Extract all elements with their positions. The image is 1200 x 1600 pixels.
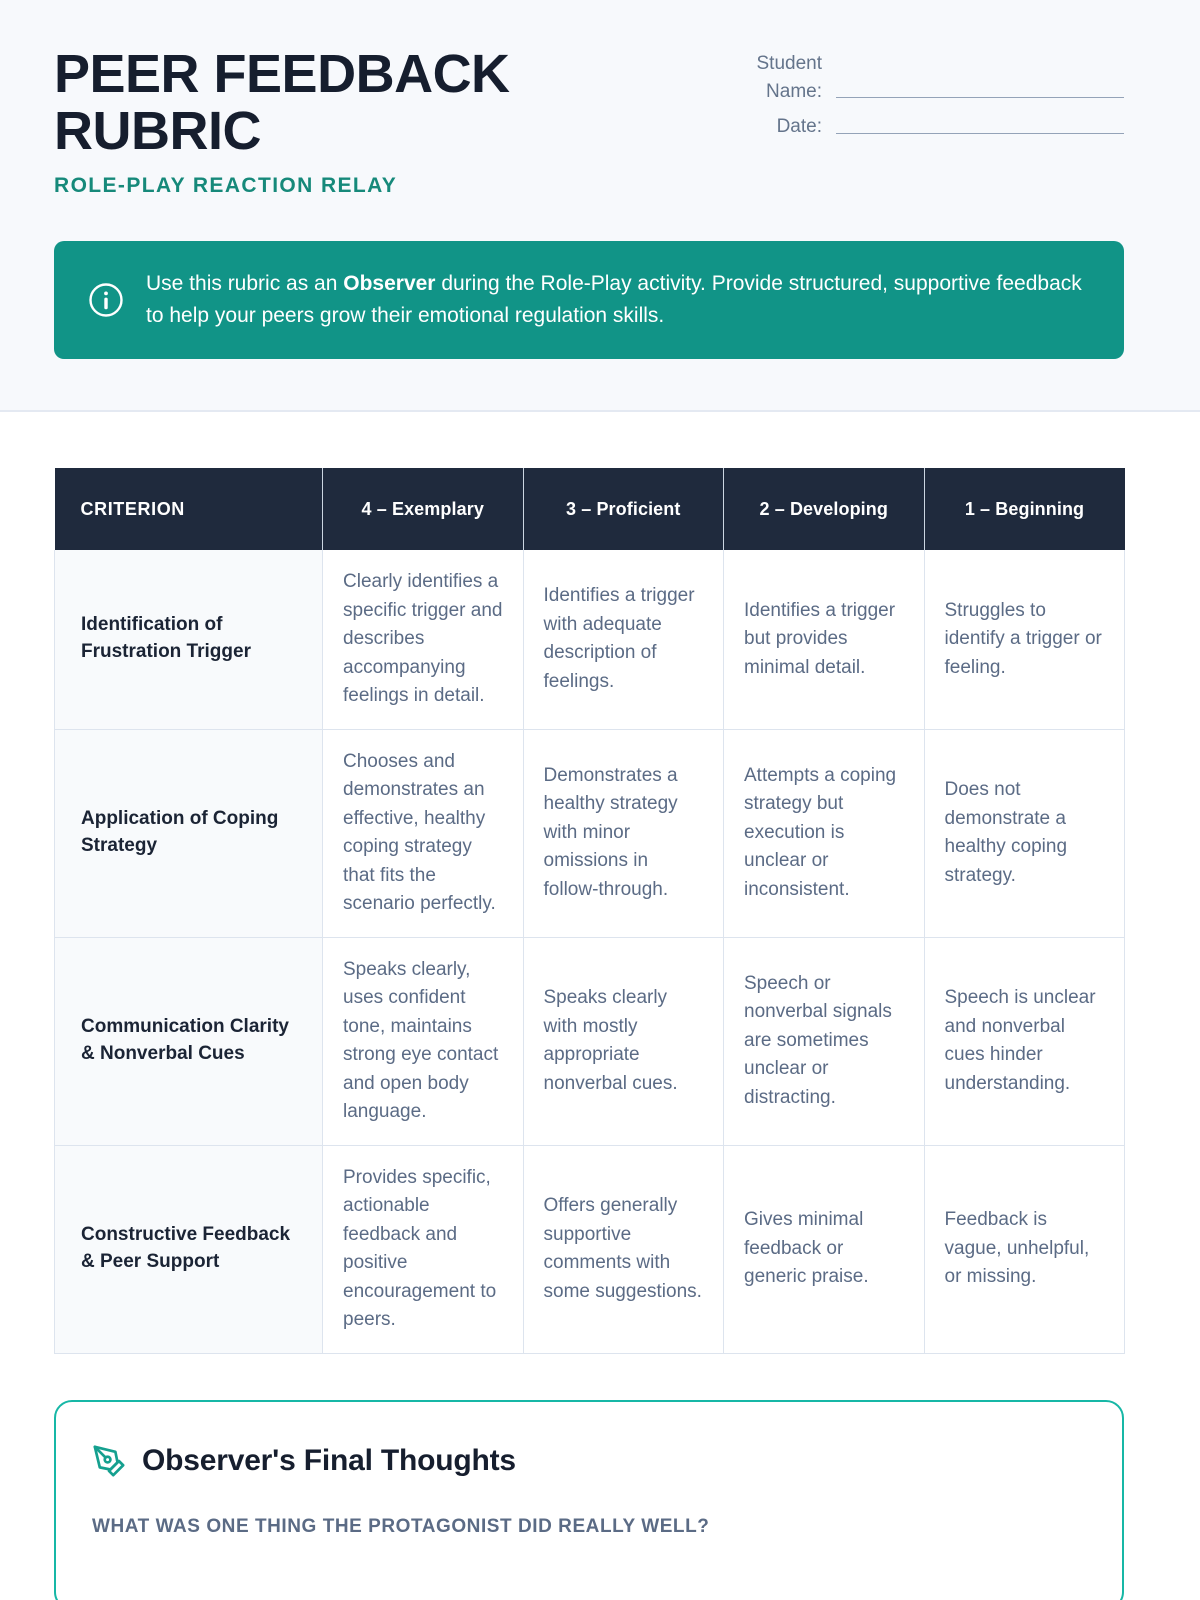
criterion-label: Constructive Feedback & Peer Support [54,1145,323,1354]
rubric-cell[interactable]: Offers generally supportive comments wit… [523,1145,724,1354]
column-header-level-4: 4 – Exemplary [322,468,524,550]
page-subtitle: ROLE-PLAY REACTION RELAY [54,174,398,198]
rubric-cell[interactable]: Gives minimal feedback or generic praise… [723,1145,925,1354]
title-block: PEER FEEDBACK RUBRIC ROLE-PLAY REACTION … [54,42,524,198]
rubric-table: CRITERION 4 – Exemplary 3 – Proficient 2… [54,468,1125,1354]
date-label: Date: [776,116,822,138]
final-thoughts-title: Observer's Final Thoughts [142,1444,516,1477]
rubric-table-wrap: CRITERION 4 – Exemplary 3 – Proficient 2… [54,468,1125,1354]
rubric-cell[interactable]: Identifies a trigger but provides minima… [723,550,925,730]
info-circle-icon [88,282,124,318]
rubric-cell[interactable]: Demonstrates a healthy strategy with min… [523,729,724,938]
column-header-level-3: 3 – Proficient [523,468,724,550]
table-header-row: CRITERION 4 – Exemplary 3 – Proficient 2… [54,468,1125,550]
rubric-cell[interactable]: Does not demonstrate a healthy coping st… [924,729,1125,938]
rubric-cell[interactable]: Provides specific, actionable feedback a… [322,1145,524,1354]
final-thoughts-card: Observer's Final Thoughts WHAT WAS ONE T… [54,1400,1124,1600]
final-thoughts-header: Observer's Final Thoughts [92,1444,1086,1478]
student-meta: Student Name: Date: [704,42,1124,149]
student-name-row: Student Name: [704,50,1124,105]
rubric-cell[interactable]: Identifies a trigger with adequate descr… [523,550,724,730]
instruction-text-after: during the Role-Play activity. Provide s… [146,272,1082,327]
rubric-cell[interactable]: Clearly identifies a specific trigger an… [322,550,524,730]
rubric-cell[interactable]: Chooses and demonstrates an effective, h… [322,729,524,938]
table-row: Application of Coping Strategy Chooses a… [54,729,1125,938]
table-row: Communication Clarity & Nonverbal Cues S… [54,937,1125,1146]
date-input[interactable] [836,132,1124,134]
date-row: Date: [704,113,1124,141]
rubric-cell[interactable]: Speech or nonverbal signals are sometime… [723,937,925,1146]
column-header-criterion: CRITERION [54,468,323,550]
rubric-cell[interactable]: Feedback is vague, unhelpful, or missing… [924,1145,1125,1354]
rubric-table-body: Identification of Frustration Trigger Cl… [54,550,1125,1354]
rubric-cell[interactable]: Speech is unclear and nonverbal cues hin… [924,937,1125,1146]
final-thoughts-question-label: WHAT WAS ONE THING THE PROTAGONIST DID R… [92,1516,710,1537]
student-name-label: Student Name: [756,53,823,102]
rubric-table-head: CRITERION 4 – Exemplary 3 – Proficient 2… [54,468,1125,550]
instruction-text-bold: Observer [343,272,436,296]
rubric-cell[interactable]: Speaks clearly, uses confident tone, mai… [322,937,524,1146]
page-title: PEER FEEDBACK RUBRIC [54,44,510,162]
student-name-input[interactable] [836,97,1124,99]
instruction-banner: Use this rubric as an Observer during th… [54,241,1124,359]
criterion-label: Identification of Frustration Trigger [54,550,323,730]
column-header-level-2: 2 – Developing [723,468,925,550]
rubric-cell[interactable]: Speaks clearly with mostly appropriate n… [523,937,724,1146]
column-header-level-1: 1 – Beginning [924,468,1125,550]
rubric-cell[interactable]: Attempts a coping strategy but execution… [723,729,925,938]
pen-nib-icon [92,1444,126,1478]
instruction-text: Use this rubric as an Observer during th… [146,268,1090,332]
header-row: PEER FEEDBACK RUBRIC ROLE-PLAY REACTION … [54,42,1124,198]
table-row: Constructive Feedback & Peer Support Pro… [54,1145,1125,1354]
instruction-text-before: Use this rubric as an [146,272,344,296]
criterion-label: Application of Coping Strategy [54,729,323,938]
criterion-label: Communication Clarity & Nonverbal Cues [54,937,323,1146]
rubric-cell[interactable]: Struggles to identify a trigger or feeli… [924,550,1125,730]
table-row: Identification of Frustration Trigger Cl… [54,550,1125,730]
